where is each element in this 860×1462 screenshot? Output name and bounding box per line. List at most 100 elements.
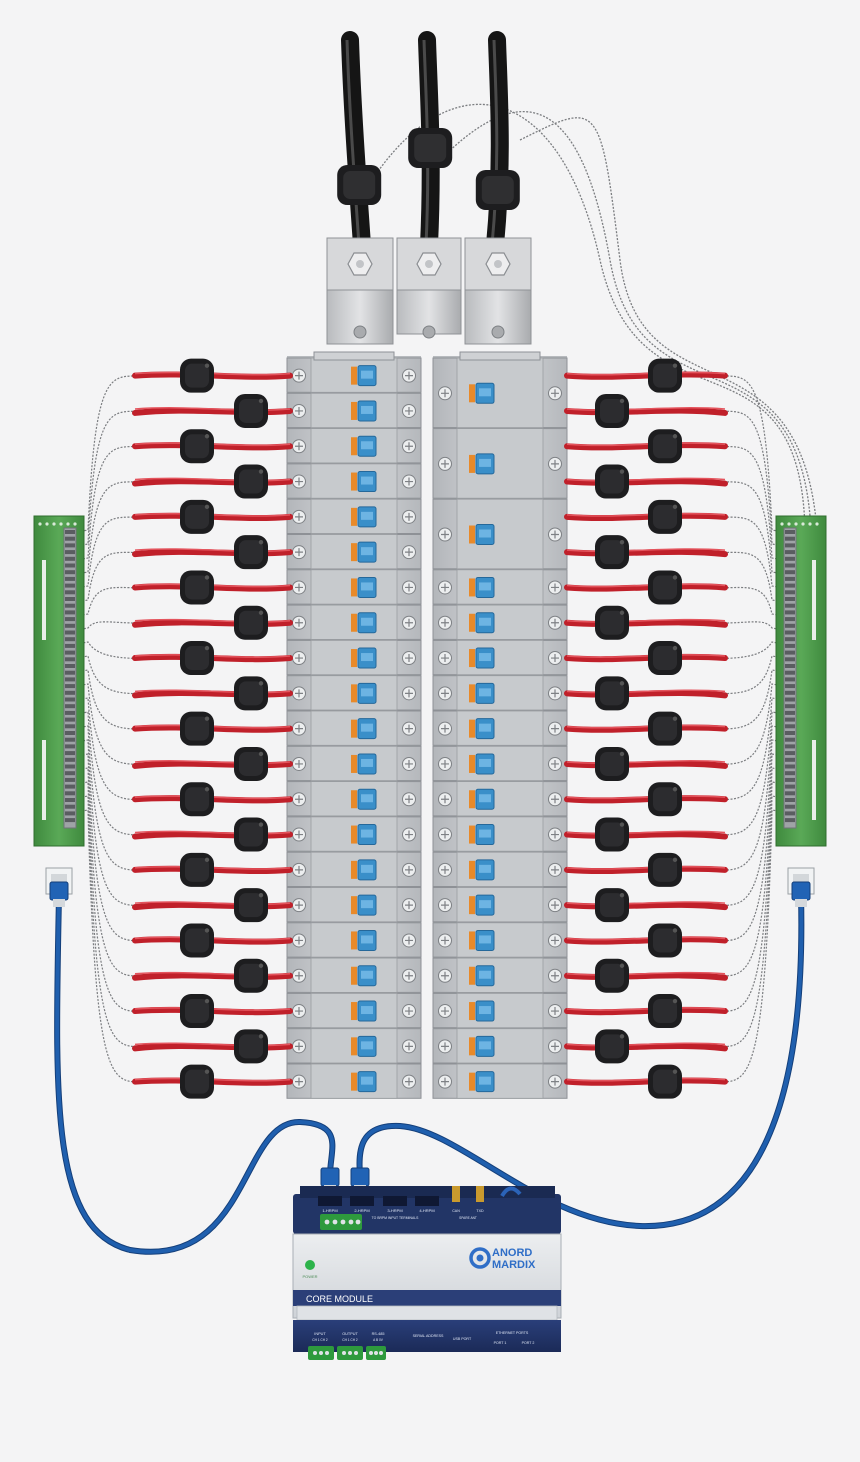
load-wire-shine bbox=[134, 724, 291, 729]
right-breaker-7[interactable] bbox=[432, 569, 568, 605]
board-pin bbox=[65, 690, 75, 695]
ct-right-11 bbox=[648, 711, 682, 746]
left-breaker-16[interactable] bbox=[286, 887, 422, 923]
port-4-hrpm[interactable] bbox=[415, 1196, 439, 1206]
cable-body bbox=[341, 31, 371, 254]
left-breaker-17[interactable] bbox=[286, 922, 422, 958]
left-breaker-10[interactable] bbox=[286, 675, 422, 711]
toggle-highlight bbox=[479, 723, 491, 732]
feed-sensor-wire bbox=[371, 103, 806, 531]
board-pin bbox=[785, 583, 795, 588]
board-pin bbox=[65, 731, 75, 735]
left-breaker-1[interactable] bbox=[286, 357, 422, 393]
load-wire-shine bbox=[134, 1007, 291, 1011]
left-breaker-14[interactable] bbox=[286, 816, 422, 852]
right-breaker-19[interactable] bbox=[432, 992, 568, 1029]
right-breaker-11[interactable] bbox=[432, 710, 568, 746]
right-breaker-8[interactable] bbox=[432, 604, 568, 640]
board-pin bbox=[65, 550, 75, 555]
left-breaker-21[interactable] bbox=[286, 1063, 422, 1099]
screw-slot bbox=[295, 971, 303, 980]
ct-clip bbox=[258, 681, 264, 686]
terminal-screws bbox=[324, 1219, 361, 1225]
ct-clip bbox=[672, 575, 678, 580]
board-plug-left[interactable] bbox=[49, 881, 69, 907]
left-breaker-18[interactable] bbox=[286, 957, 422, 993]
left-breaker-11[interactable] bbox=[286, 710, 422, 746]
left-breaker-20[interactable] bbox=[286, 1028, 422, 1064]
ct-clip bbox=[672, 716, 678, 721]
right-breaker-21[interactable] bbox=[432, 1063, 568, 1099]
right-breaker-10[interactable] bbox=[432, 675, 568, 711]
rj45-connector-icon[interactable] bbox=[320, 1167, 340, 1187]
ct-core bbox=[239, 398, 263, 423]
screw-slot bbox=[551, 530, 559, 539]
board-pin bbox=[785, 670, 795, 675]
left-breaker-6[interactable] bbox=[286, 534, 422, 570]
left-breaker-3[interactable] bbox=[286, 428, 422, 464]
ct-left-18 bbox=[234, 958, 268, 993]
antenna-connector-1[interactable] bbox=[452, 1186, 460, 1202]
ct-core bbox=[185, 1069, 209, 1094]
right-breaker-15[interactable] bbox=[432, 851, 568, 888]
right-breaker-16[interactable] bbox=[432, 887, 568, 923]
ct-right-12 bbox=[595, 746, 629, 781]
load-wire-right-19 bbox=[564, 1006, 728, 1016]
load-wire-shine bbox=[566, 724, 726, 729]
ct-left-7 bbox=[180, 570, 214, 605]
ct-left-5 bbox=[180, 499, 214, 534]
board-pin bbox=[65, 570, 75, 575]
toggle-highlight bbox=[479, 900, 491, 909]
load-wire-shine bbox=[134, 830, 291, 835]
rj45-connector-icon[interactable] bbox=[791, 881, 811, 901]
right-breaker-tall-2[interactable] bbox=[432, 428, 568, 499]
right-breaker-12[interactable] bbox=[432, 745, 568, 782]
cable-lugs bbox=[326, 237, 532, 345]
board-via bbox=[808, 522, 812, 526]
left-breaker-4[interactable] bbox=[286, 463, 422, 499]
antenna-connector-2[interactable] bbox=[476, 1186, 484, 1202]
load-wire-shine bbox=[134, 901, 291, 906]
sensor-wire-right bbox=[719, 410, 801, 550]
right-breaker-9[interactable] bbox=[432, 639, 568, 676]
sensor-wire-right bbox=[719, 641, 801, 659]
left-breaker-15[interactable] bbox=[286, 851, 422, 888]
right-breaker-17[interactable] bbox=[432, 922, 568, 958]
board-plug-right[interactable] bbox=[791, 881, 811, 907]
port-2-hrpm[interactable] bbox=[350, 1196, 374, 1206]
rj45-connector-icon[interactable] bbox=[350, 1167, 370, 1187]
left-breaker-2[interactable] bbox=[286, 392, 422, 429]
left-breaker-9[interactable] bbox=[286, 639, 422, 676]
board-pin bbox=[65, 590, 75, 595]
cable-lug-1 bbox=[326, 237, 394, 345]
left-breaker-12[interactable] bbox=[286, 745, 422, 782]
port-3-hrpm[interactable] bbox=[383, 1196, 407, 1206]
board-pin bbox=[65, 530, 75, 534]
left-breaker-8[interactable] bbox=[286, 604, 422, 640]
ct-left-17 bbox=[180, 923, 214, 958]
right-breaker-20[interactable] bbox=[432, 1028, 568, 1064]
right-breaker-tall-3[interactable] bbox=[432, 498, 568, 570]
left-breaker-13[interactable] bbox=[286, 781, 422, 817]
load-wire-shine bbox=[566, 407, 726, 411]
port-label-3: 3-HRPM bbox=[387, 1208, 402, 1213]
port-1-hrpm[interactable] bbox=[318, 1196, 342, 1206]
screw-slot bbox=[295, 724, 303, 733]
right-breaker-13[interactable] bbox=[432, 781, 568, 817]
left-breaker-7[interactable] bbox=[286, 569, 422, 605]
load-wire-shine bbox=[134, 654, 291, 658]
ct-core bbox=[653, 928, 677, 953]
right-breaker-14[interactable] bbox=[432, 816, 568, 852]
left-breaker-5[interactable] bbox=[286, 498, 422, 535]
board-pin bbox=[65, 597, 75, 601]
load-wire-left-16 bbox=[132, 901, 293, 911]
screw-slot bbox=[295, 477, 303, 486]
load-wire-shine bbox=[134, 512, 291, 517]
rj45-connector-icon[interactable] bbox=[49, 881, 69, 901]
left-breaker-19[interactable] bbox=[286, 992, 422, 1029]
right-breaker-18[interactable] bbox=[432, 957, 568, 993]
ct-clip bbox=[619, 822, 625, 827]
board-pin bbox=[785, 697, 795, 702]
right-breaker-tall-1[interactable] bbox=[432, 357, 568, 429]
